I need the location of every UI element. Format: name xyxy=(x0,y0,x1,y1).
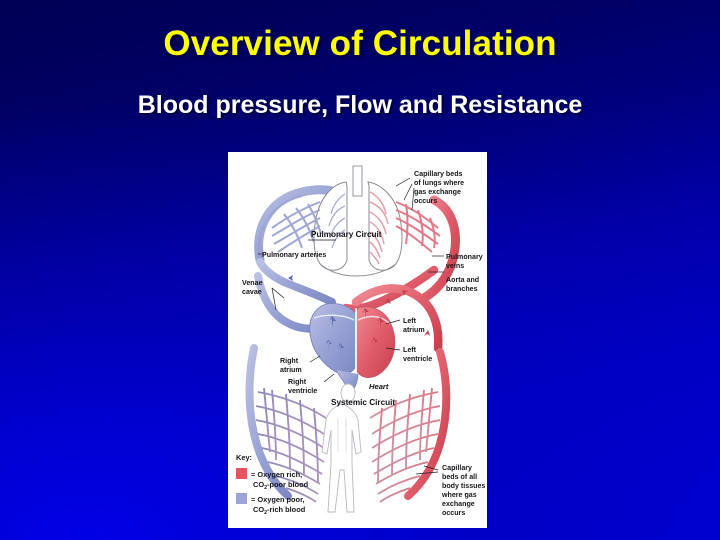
label-capillary-beds-body-line2: beds of all xyxy=(442,473,477,481)
flow-arrow-aorta-down xyxy=(424,330,430,336)
lung-capillary-texture-right xyxy=(369,191,389,265)
label-left-ventricle-line1: Left xyxy=(403,346,417,354)
page-subtitle: Blood pressure, Flow and Resistance xyxy=(137,91,583,119)
label-left-atrium-line2: atrium xyxy=(403,326,425,334)
heart-right-chambers xyxy=(309,303,357,375)
leader-lines xyxy=(271,177,444,475)
right-atrium-division xyxy=(313,314,355,321)
label-venae-cavae-line1: Venae xyxy=(242,279,263,287)
trachea-tube xyxy=(352,165,363,197)
key-label-oxygen-rich-line1: = Oxygen rich, xyxy=(251,470,302,479)
label-capillary-beds-body-line5: exchange xyxy=(442,500,475,508)
label-capillary-beds-lungs-line2: of lungs where xyxy=(414,179,464,187)
capillary-bed-lung-left xyxy=(271,201,322,253)
label-capillary-beds-body-line1: Capillary xyxy=(442,464,472,472)
key-swatch-oxygen-poor xyxy=(236,493,247,504)
key-label-oxygen-poor-line2: CO2-rich blood xyxy=(253,505,306,516)
label-pulmonary-arteries: Pulmonary arteries xyxy=(262,251,326,259)
lung-base-line xyxy=(319,263,397,277)
capillary-fan-left xyxy=(255,387,327,503)
heart-left-chambers xyxy=(355,306,396,378)
body-silhouette xyxy=(321,383,362,513)
heart-flow-arrows xyxy=(326,308,384,358)
circulation-diagram: Capillary beds of lungs where gas exchan… xyxy=(228,152,487,528)
lung-left-outline xyxy=(313,181,348,271)
pulmonary-capillary-beds xyxy=(271,201,441,253)
lungs-group xyxy=(313,165,403,277)
capillary-fan-right xyxy=(369,387,441,503)
label-capillary-beds-lungs-line3: gas exchange xyxy=(414,188,461,196)
label-right-ventricle-line2: ventricle xyxy=(288,387,317,395)
label-capillary-beds-body-line3: body tissues xyxy=(442,482,485,490)
pulmonary-arteries-vessel xyxy=(256,258,336,306)
page-title: Overview of Circulation xyxy=(163,24,557,63)
label-capillary-beds-lungs-line1: Capillary beds xyxy=(414,170,463,178)
capillary-bed-lung-right xyxy=(395,201,441,253)
aorta-vessel xyxy=(351,284,443,353)
label-right-atrium-line2: atrium xyxy=(280,366,302,374)
label-heart: Heart xyxy=(369,382,389,391)
label-left-ventricle-line2: ventricle xyxy=(403,355,432,363)
flow-arrow-aorta xyxy=(402,290,408,296)
label-right-ventricle-line1: Right xyxy=(288,378,307,386)
flow-arrow-pulm-vein xyxy=(384,298,391,304)
aorta-descending-vessel xyxy=(404,348,451,500)
label-systemic-circuit: Systemic Circuit xyxy=(331,398,395,407)
label-pulmonary-veins-line2: veins xyxy=(446,262,464,270)
heart-group xyxy=(309,303,396,393)
label-venae-cavae-line2: cavae xyxy=(242,288,262,296)
pulmonary-vein-right-limb xyxy=(419,195,460,303)
inferior-vena-cava-vessel xyxy=(245,344,292,500)
label-capillary-beds-body-line4: where gas xyxy=(441,491,477,499)
key-title: Key: xyxy=(236,453,252,462)
figure-key: Key: = Oxygen rich, CO2-poor blood = Oxy… xyxy=(236,453,309,516)
key-label-oxygen-rich-line2: CO2-poor blood xyxy=(253,480,309,491)
pulmonary-artery-left-shade xyxy=(257,194,303,261)
systemic-circuit-group xyxy=(245,344,451,513)
key-label-oxygen-poor-line1: = Oxygen poor, xyxy=(251,495,305,504)
label-capillary-beds-body-line6: occurs xyxy=(442,509,465,517)
label-pulmonary-circuit: Pulmonary Circuit xyxy=(311,230,382,239)
diagram-labels: Capillary beds of lungs where gas exchan… xyxy=(242,170,485,517)
label-capillary-beds-lungs-line4: occurs xyxy=(414,197,437,205)
lung-right-outline xyxy=(367,181,403,271)
label-aorta-line2: branches xyxy=(446,285,478,293)
label-left-atrium-line1: Left xyxy=(403,317,417,325)
lung-capillary-texture-left xyxy=(328,193,346,249)
left-atrium-division xyxy=(357,315,391,325)
flow-arrow-pulm-artery xyxy=(288,275,293,281)
label-right-atrium-line1: Right xyxy=(280,357,299,365)
label-aorta-line1: Aorta and xyxy=(446,276,479,284)
pulmonary-veins-vessel xyxy=(341,265,439,313)
key-swatch-oxygen-rich xyxy=(236,468,247,479)
label-pulmonary-veins-line1: Pulmonary xyxy=(446,253,483,261)
